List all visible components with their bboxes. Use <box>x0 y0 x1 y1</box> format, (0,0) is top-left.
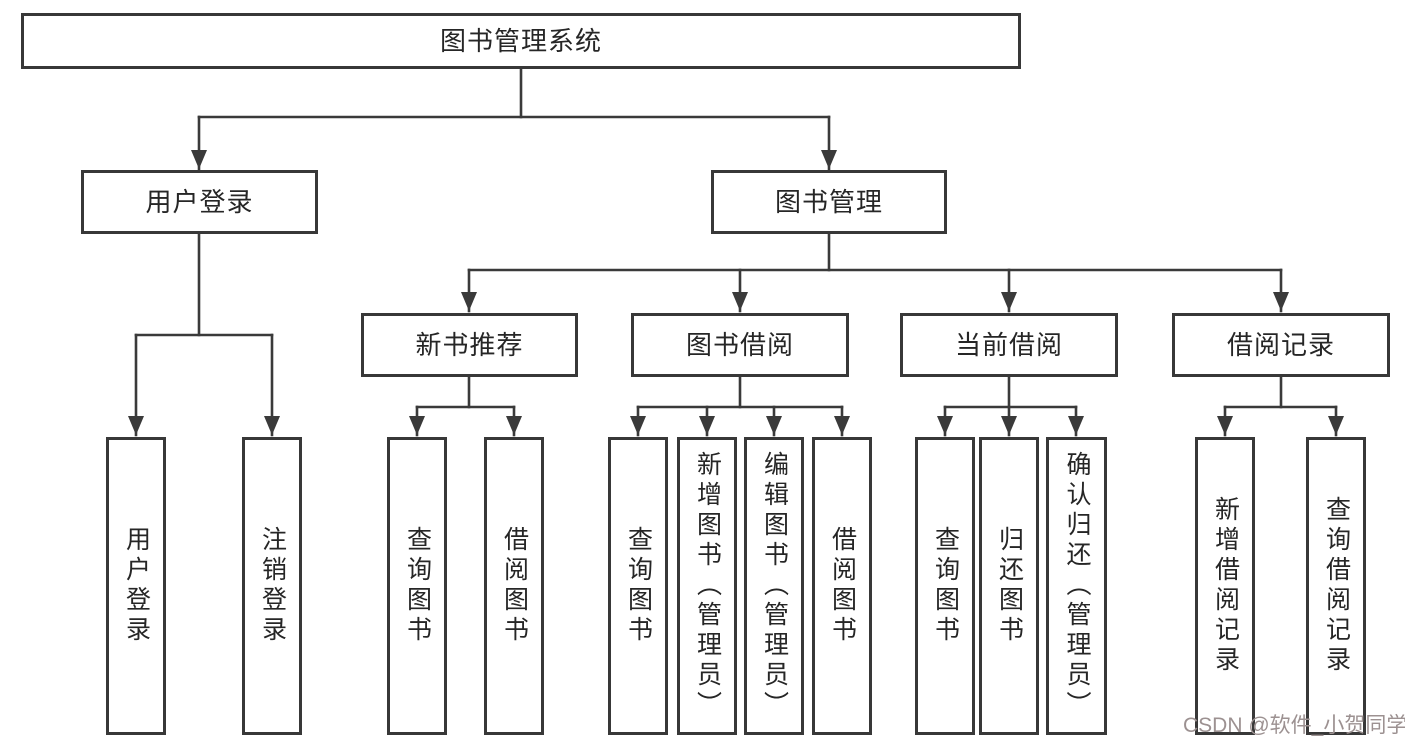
leaf-add-borrow-record: 新增借阅记录 <box>1195 437 1255 735</box>
leaf-edit-books-admin: 编辑图书（管理员） <box>744 437 804 735</box>
node-label: 用户登录 <box>145 187 254 217</box>
node-label: 查询借阅记录 <box>1322 496 1351 676</box>
csdn-watermark: CSDN @软件_小贺同学 <box>1183 714 1405 737</box>
node-label: 图书借阅 <box>685 330 794 360</box>
node-label: 借阅图书 <box>500 526 529 646</box>
node-label: 确认归还（管理员） <box>1063 451 1091 721</box>
node-label: 当前借阅 <box>954 330 1063 360</box>
node-label: 查询图书 <box>931 526 960 646</box>
node-label: 借阅图书 <box>828 526 857 646</box>
leaf-return-books: 归还图书 <box>979 437 1039 735</box>
leaf-query-borrow-record: 查询借阅记录 <box>1306 437 1366 735</box>
leaf-add-books-admin: 新增图书（管理员） <box>677 437 737 735</box>
leaf-logout: 注销登录 <box>242 437 302 735</box>
node-current-borrow: 当前借阅 <box>900 313 1118 377</box>
node-new-book-recommend: 新书推荐 <box>361 313 578 377</box>
node-root-library-system: 图书管理系统 <box>21 13 1021 69</box>
leaf-confirm-return-admin: 确认归还（管理员） <box>1046 437 1107 735</box>
leaf-borrow-books-2: 借阅图书 <box>812 437 872 735</box>
node-label: 借阅记录 <box>1226 330 1335 360</box>
node-book-management: 图书管理 <box>711 170 947 234</box>
node-label: 新书推荐 <box>415 330 524 360</box>
node-label: 新增借阅记录 <box>1211 496 1240 676</box>
leaf-query-books-2: 查询图书 <box>608 437 668 735</box>
node-borrow-records: 借阅记录 <box>1172 313 1390 377</box>
node-label: 图书管理 <box>774 187 883 217</box>
node-label: 编辑图书（管理员） <box>760 451 789 721</box>
leaf-borrow-books-1: 借阅图书 <box>484 437 544 735</box>
leaf-user-login: 用户登录 <box>106 437 166 735</box>
node-label: 归还图书 <box>995 526 1024 646</box>
node-label: 图书管理系统 <box>439 26 602 56</box>
leaf-query-books-3: 查询图书 <box>915 437 975 735</box>
node-book-borrow: 图书借阅 <box>631 313 849 377</box>
node-label: 查询图书 <box>403 526 432 646</box>
node-label: 注销登录 <box>258 526 287 646</box>
node-label: 查询图书 <box>624 526 653 646</box>
leaf-query-books-1: 查询图书 <box>387 437 447 735</box>
node-label: 用户登录 <box>122 526 151 646</box>
node-user-login: 用户登录 <box>81 170 318 234</box>
node-label: 新增图书（管理员） <box>693 451 722 721</box>
